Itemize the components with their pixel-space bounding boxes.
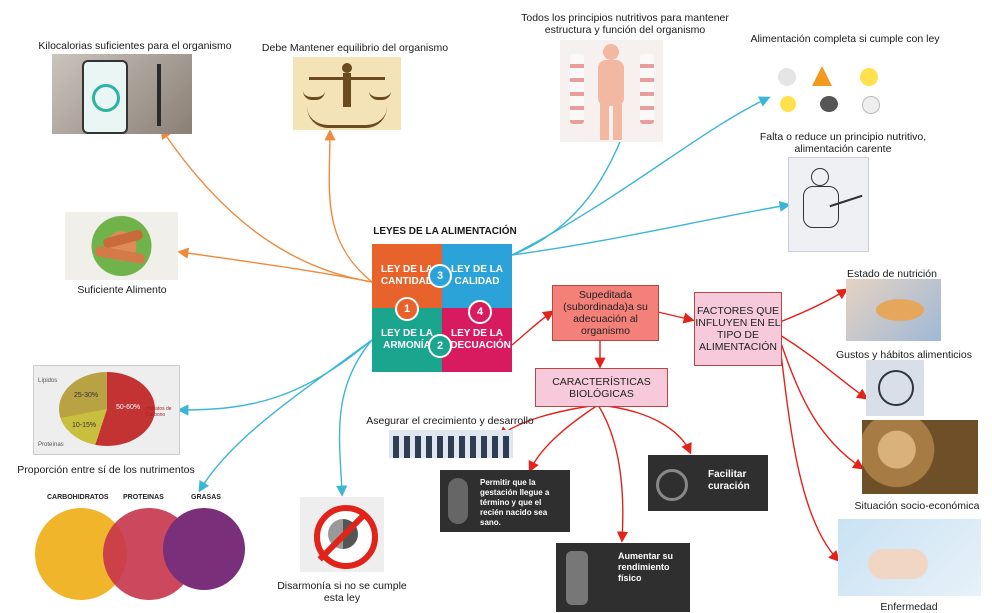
box-caracteristicas: CARACTERÍSTICAS BIOLÓGICAS [535,368,668,407]
anatomy-image [560,40,663,142]
phone-fork-image [52,54,192,134]
pie-label-lipidos-pct: 25-30% [74,392,99,399]
performance-card: Aumentar su rendimiento físico [556,543,690,612]
eating-habits-image [866,360,924,416]
label-completa: Alimentación completa si cumple con ley [750,33,940,45]
gestation-text: Permitir que la gestación llegue a térmi… [480,478,550,527]
label-socio: Situación socio-económica [854,500,980,512]
label-enfermedad: Enfermedad [880,601,938,613]
pie-label-proteinas: Proteínas [38,442,64,448]
box-supeditada: Supeditada (subordinada)a su adecuación … [552,285,659,341]
label-carente: Falta o reduce un principio nutritivo, a… [759,131,927,155]
sick-child-image [838,519,981,596]
label-suficiente: Suficiente Alimento [77,284,167,296]
no-yin-yang-image [300,497,384,572]
proportion-pie-image: Lípidos 25-30% 10-15% Proteínas 50-60% H… [33,365,180,455]
performance-text: Aumentar su rendimiento físico [618,551,674,583]
growth-silhouettes-image [389,430,513,458]
law-number-1: 1 [395,297,419,321]
food-groups-image: CARBOHIDRATOS PROTEÍNAS GRASAS [33,494,245,601]
center-title: LEYES DE LA ALIMENTACIÓN [373,226,517,237]
plate-label-grasas: GRASAS [191,494,221,501]
label-equilibrio: Debe Mantener equilibrio del organismo [261,42,449,54]
salad-image [65,212,178,280]
label-gustos: Gustos y hábitos alimenticios [836,349,972,361]
nutrients-image [772,46,892,120]
law-number-2: 2 [428,334,452,358]
plate-label-carbohidratos: CARBOHIDRATOS [47,494,109,501]
child-image [788,157,869,252]
box-factores: FACTORES QUE INFLUYEN EN EL TIPO DE ALIM… [694,292,782,366]
label-crecimiento: Asegurar el crecimiento y desarrollo [366,415,534,427]
law-calidad: LEY DE LA CALIDAD [442,244,512,308]
pie-label-hidratos-pct: 50-60% [116,404,141,411]
healing-card: Facilitar curación [648,455,768,511]
laws-puzzle: LEY DE LA CANTIDAD LEY DE LA CALIDAD LEY… [372,244,512,372]
label-estado: Estado de nutrición [847,268,937,280]
gestation-card: Permitir que la gestación llegue a térmi… [440,470,570,532]
plate-label-proteinas: PROTEÍNAS [123,494,164,501]
law-number-4: 4 [468,300,492,324]
pie-label-proteinas-pct: 10-15% [72,422,97,429]
label-disarmonia: Disarmonía si no se cumple esta ley [277,580,407,604]
balance-man-image [293,57,401,130]
nutrition-state-image [846,279,941,341]
coins-image [862,420,978,494]
label-kilocalorias: Kilocalorias suficientes para el organis… [38,40,232,52]
healing-text: Facilitar curación [708,469,750,492]
label-proporcion: Proporción entre sí de los nutrimentos [17,464,195,476]
label-principios: Todos los principios nutritivos para man… [521,12,729,36]
pie-label-hidratos: Hidratos de Carbono [146,406,172,418]
pie-label-lipidos: Lípidos [38,378,58,384]
law-number-3: 3 [428,264,452,288]
